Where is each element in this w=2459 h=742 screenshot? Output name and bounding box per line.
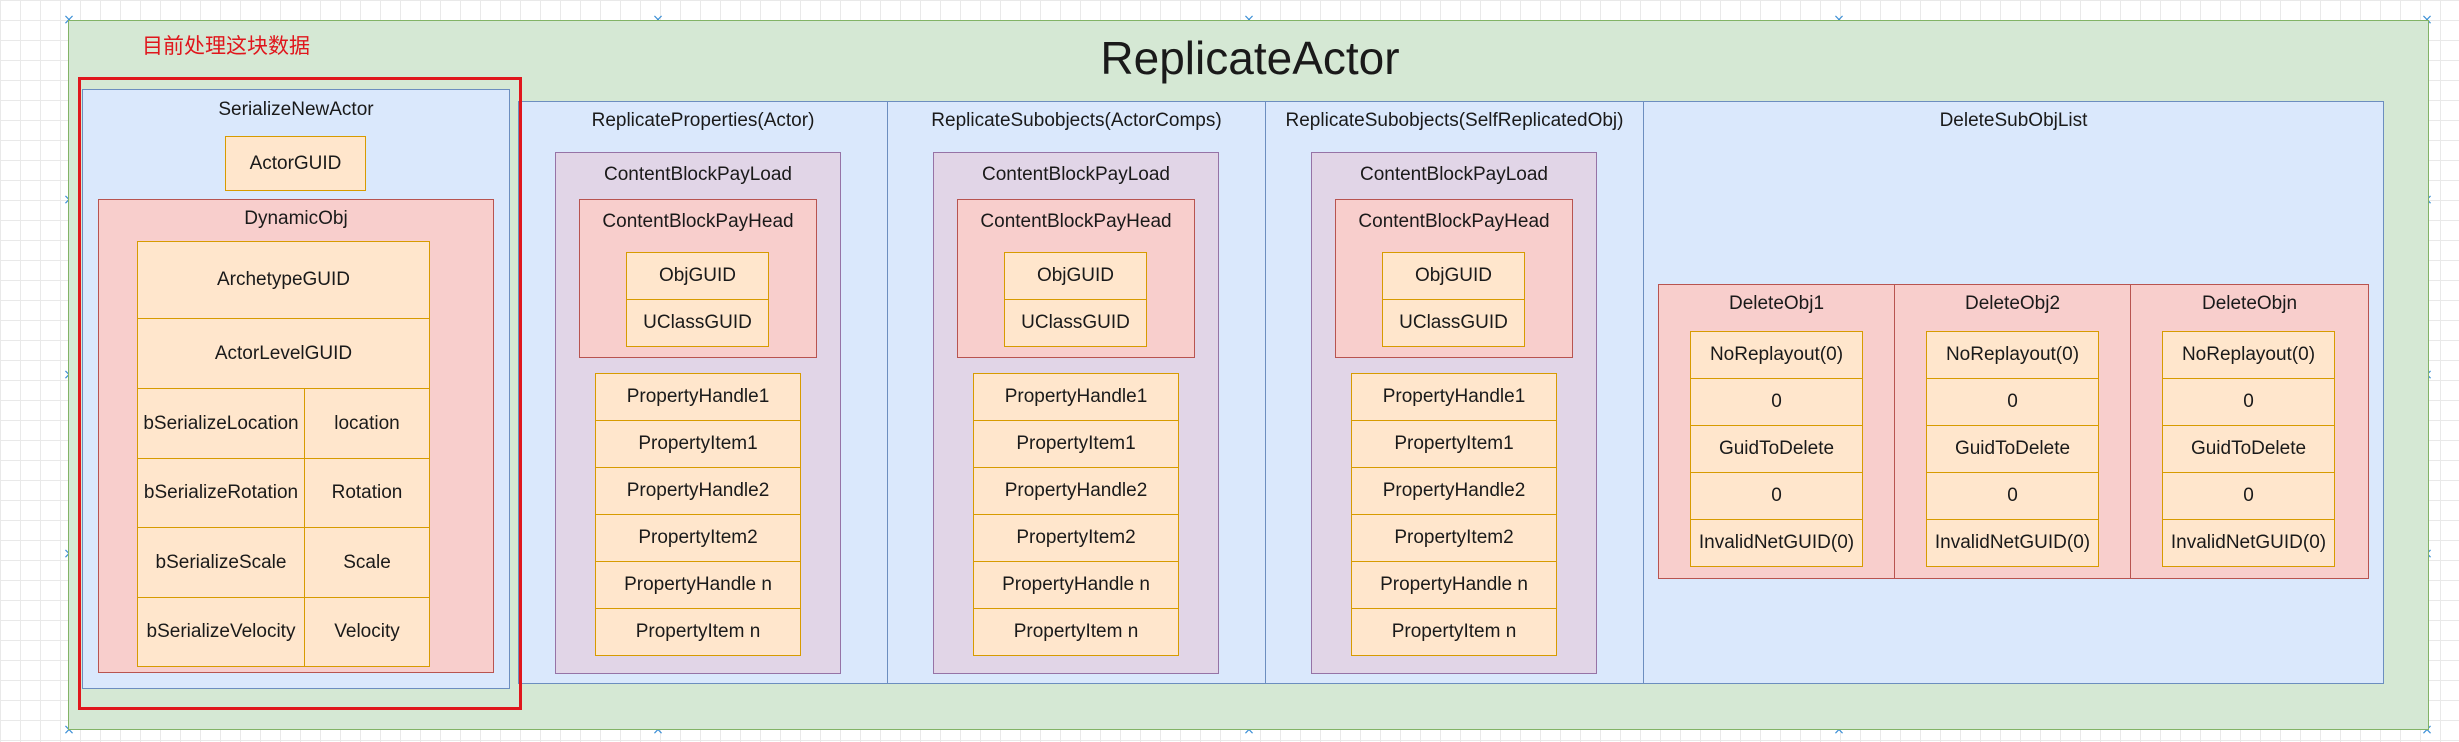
selection-highlight <box>78 77 522 710</box>
panel-title: ReplicateSubobjects(ActorComps) <box>931 110 1222 131</box>
uclass-guid-cell[interactable]: UClassGUID <box>1382 299 1525 347</box>
zero-cell[interactable]: 0 <box>1926 472 2099 520</box>
property-item-cell[interactable]: PropertyItem2 <box>973 514 1179 562</box>
property-item-cell[interactable]: PropertyItem1 <box>1351 420 1557 468</box>
panel-title: ReplicateProperties(Actor) <box>591 110 815 131</box>
actor-guid-box[interactable]: ActorGUID <box>225 136 366 191</box>
handle-marker: × <box>1243 722 1255 738</box>
handle-marker: × <box>652 722 664 738</box>
uclass-guid-cell[interactable]: UClassGUID <box>1004 299 1147 347</box>
handle-marker: × <box>2421 722 2433 738</box>
property-item-cell[interactable]: PropertyItem n <box>1351 608 1557 656</box>
property-item-cell[interactable]: PropertyItem1 <box>973 420 1179 468</box>
guid-to-delete-cell[interactable]: GuidToDelete <box>2162 425 2335 473</box>
no-replayout-cell[interactable]: NoReplayout(0) <box>2162 331 2335 379</box>
value-cell[interactable]: Scale <box>304 527 430 598</box>
obj-guid-cell[interactable]: ObjGUID <box>1382 252 1525 300</box>
panel-title: DeleteSubObjList <box>1939 110 2088 131</box>
payhead-title: ContentBlockPayHead <box>602 211 794 232</box>
zero-cell[interactable]: 0 <box>1926 378 2099 426</box>
obj-guid-cell[interactable]: ObjGUID <box>1004 252 1147 300</box>
delete-obj-title: DeleteObj2 <box>1964 293 2061 314</box>
main-title: ReplicateActor <box>1100 32 1400 84</box>
property-handle-cell[interactable]: PropertyHandle1 <box>973 373 1179 421</box>
value-cell[interactable]: location <box>304 388 430 459</box>
dynamic-obj-title: DynamicObj <box>244 208 348 229</box>
property-handle-cell[interactable]: PropertyHandle n <box>973 561 1179 609</box>
zero-cell[interactable]: 0 <box>2162 378 2335 426</box>
property-handle-cell[interactable]: PropertyHandle2 <box>1351 467 1557 515</box>
delete-obj-title: DeleteObj1 <box>1728 293 1825 314</box>
flag-cell[interactable]: bSerializeLocation <box>137 388 305 459</box>
property-handle-cell[interactable]: PropertyHandle n <box>595 561 801 609</box>
panel-title: SerializeNewActor <box>218 99 374 120</box>
payload-title: ContentBlockPayLoad <box>981 164 1170 185</box>
payhead-title: ContentBlockPayHead <box>980 211 1172 232</box>
panel-title: ReplicateSubobjects(SelfReplicatedObj) <box>1285 110 1624 131</box>
property-item-cell[interactable]: PropertyItem2 <box>1351 514 1557 562</box>
invalid-net-guid-cell[interactable]: InvalidNetGUID(0) <box>1690 519 1863 567</box>
invalid-net-guid-cell[interactable]: InvalidNetGUID(0) <box>1926 519 2099 567</box>
annotation-text: 目前处理这块数据 <box>142 35 310 58</box>
property-handle-cell[interactable]: PropertyHandle1 <box>595 373 801 421</box>
guid-to-delete-cell[interactable]: GuidToDelete <box>1690 425 1863 473</box>
flag-cell[interactable]: bSerializeScale <box>137 527 305 598</box>
archetype-guid-cell[interactable]: ArchetypeGUID <box>137 241 430 319</box>
property-handle-cell[interactable]: PropertyHandle n <box>1351 561 1557 609</box>
handle-marker: × <box>1833 722 1845 738</box>
uclass-guid-cell[interactable]: UClassGUID <box>626 299 769 347</box>
zero-cell[interactable]: 0 <box>1690 472 1863 520</box>
property-handle-cell[interactable]: PropertyHandle2 <box>973 467 1179 515</box>
property-item-cell[interactable]: PropertyItem2 <box>595 514 801 562</box>
property-item-cell[interactable]: PropertyItem n <box>595 608 801 656</box>
payhead-title: ContentBlockPayHead <box>1358 211 1550 232</box>
value-cell[interactable]: Velocity <box>304 597 430 667</box>
payload-title: ContentBlockPayLoad <box>603 164 792 185</box>
obj-guid-cell[interactable]: ObjGUID <box>626 252 769 300</box>
handle-marker: × <box>63 722 75 738</box>
no-replayout-cell[interactable]: NoReplayout(0) <box>1926 331 2099 379</box>
property-handle-cell[interactable]: PropertyHandle1 <box>1351 373 1557 421</box>
value-cell[interactable]: Rotation <box>304 458 430 528</box>
zero-cell[interactable]: 0 <box>2162 472 2335 520</box>
actor-level-guid-cell[interactable]: ActorLevelGUID <box>137 318 430 389</box>
property-handle-cell[interactable]: PropertyHandle2 <box>595 467 801 515</box>
invalid-net-guid-cell[interactable]: InvalidNetGUID(0) <box>2162 519 2335 567</box>
payload-title: ContentBlockPayLoad <box>1359 164 1548 185</box>
zero-cell[interactable]: 0 <box>1690 378 1863 426</box>
flag-cell[interactable]: bSerializeRotation <box>137 458 305 528</box>
property-item-cell[interactable]: PropertyItem n <box>973 608 1179 656</box>
property-item-cell[interactable]: PropertyItem1 <box>595 420 801 468</box>
guid-to-delete-cell[interactable]: GuidToDelete <box>1926 425 2099 473</box>
delete-obj-title: DeleteObjn <box>2201 293 2298 314</box>
no-replayout-cell[interactable]: NoReplayout(0) <box>1690 331 1863 379</box>
